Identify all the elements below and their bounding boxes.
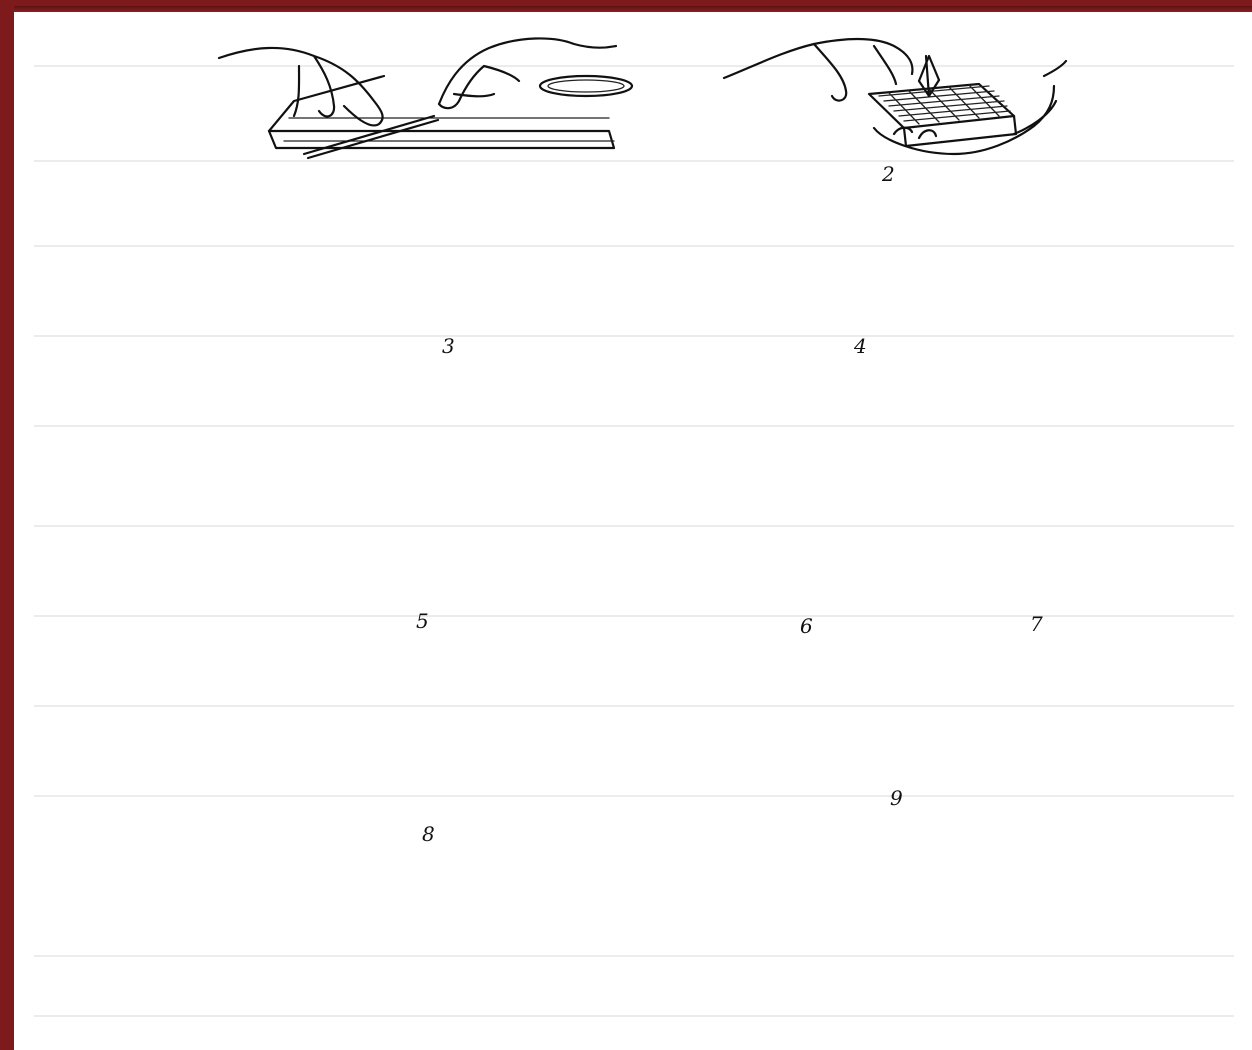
line-drawing-figure [14, 6, 1252, 1050]
panel-label-8: 8 [422, 824, 435, 844]
panel-label-2: 2 [882, 164, 895, 184]
panel-label-6: 6 [800, 616, 813, 636]
panel-label-9: 9 [890, 788, 903, 808]
bleed-through-lines [34, 66, 1234, 1016]
panel-label-5: 5 [416, 611, 429, 631]
hands-stripping-cable-icon [219, 38, 632, 158]
hands-cleaning-wire-with-brush-icon [724, 39, 1066, 154]
illustration-page: 2 3 4 5 6 7 8 9 [14, 6, 1252, 1050]
panel-label-7: 7 [1030, 614, 1043, 634]
panel-label-3: 3 [442, 336, 455, 356]
panel-label-4: 4 [854, 336, 867, 356]
